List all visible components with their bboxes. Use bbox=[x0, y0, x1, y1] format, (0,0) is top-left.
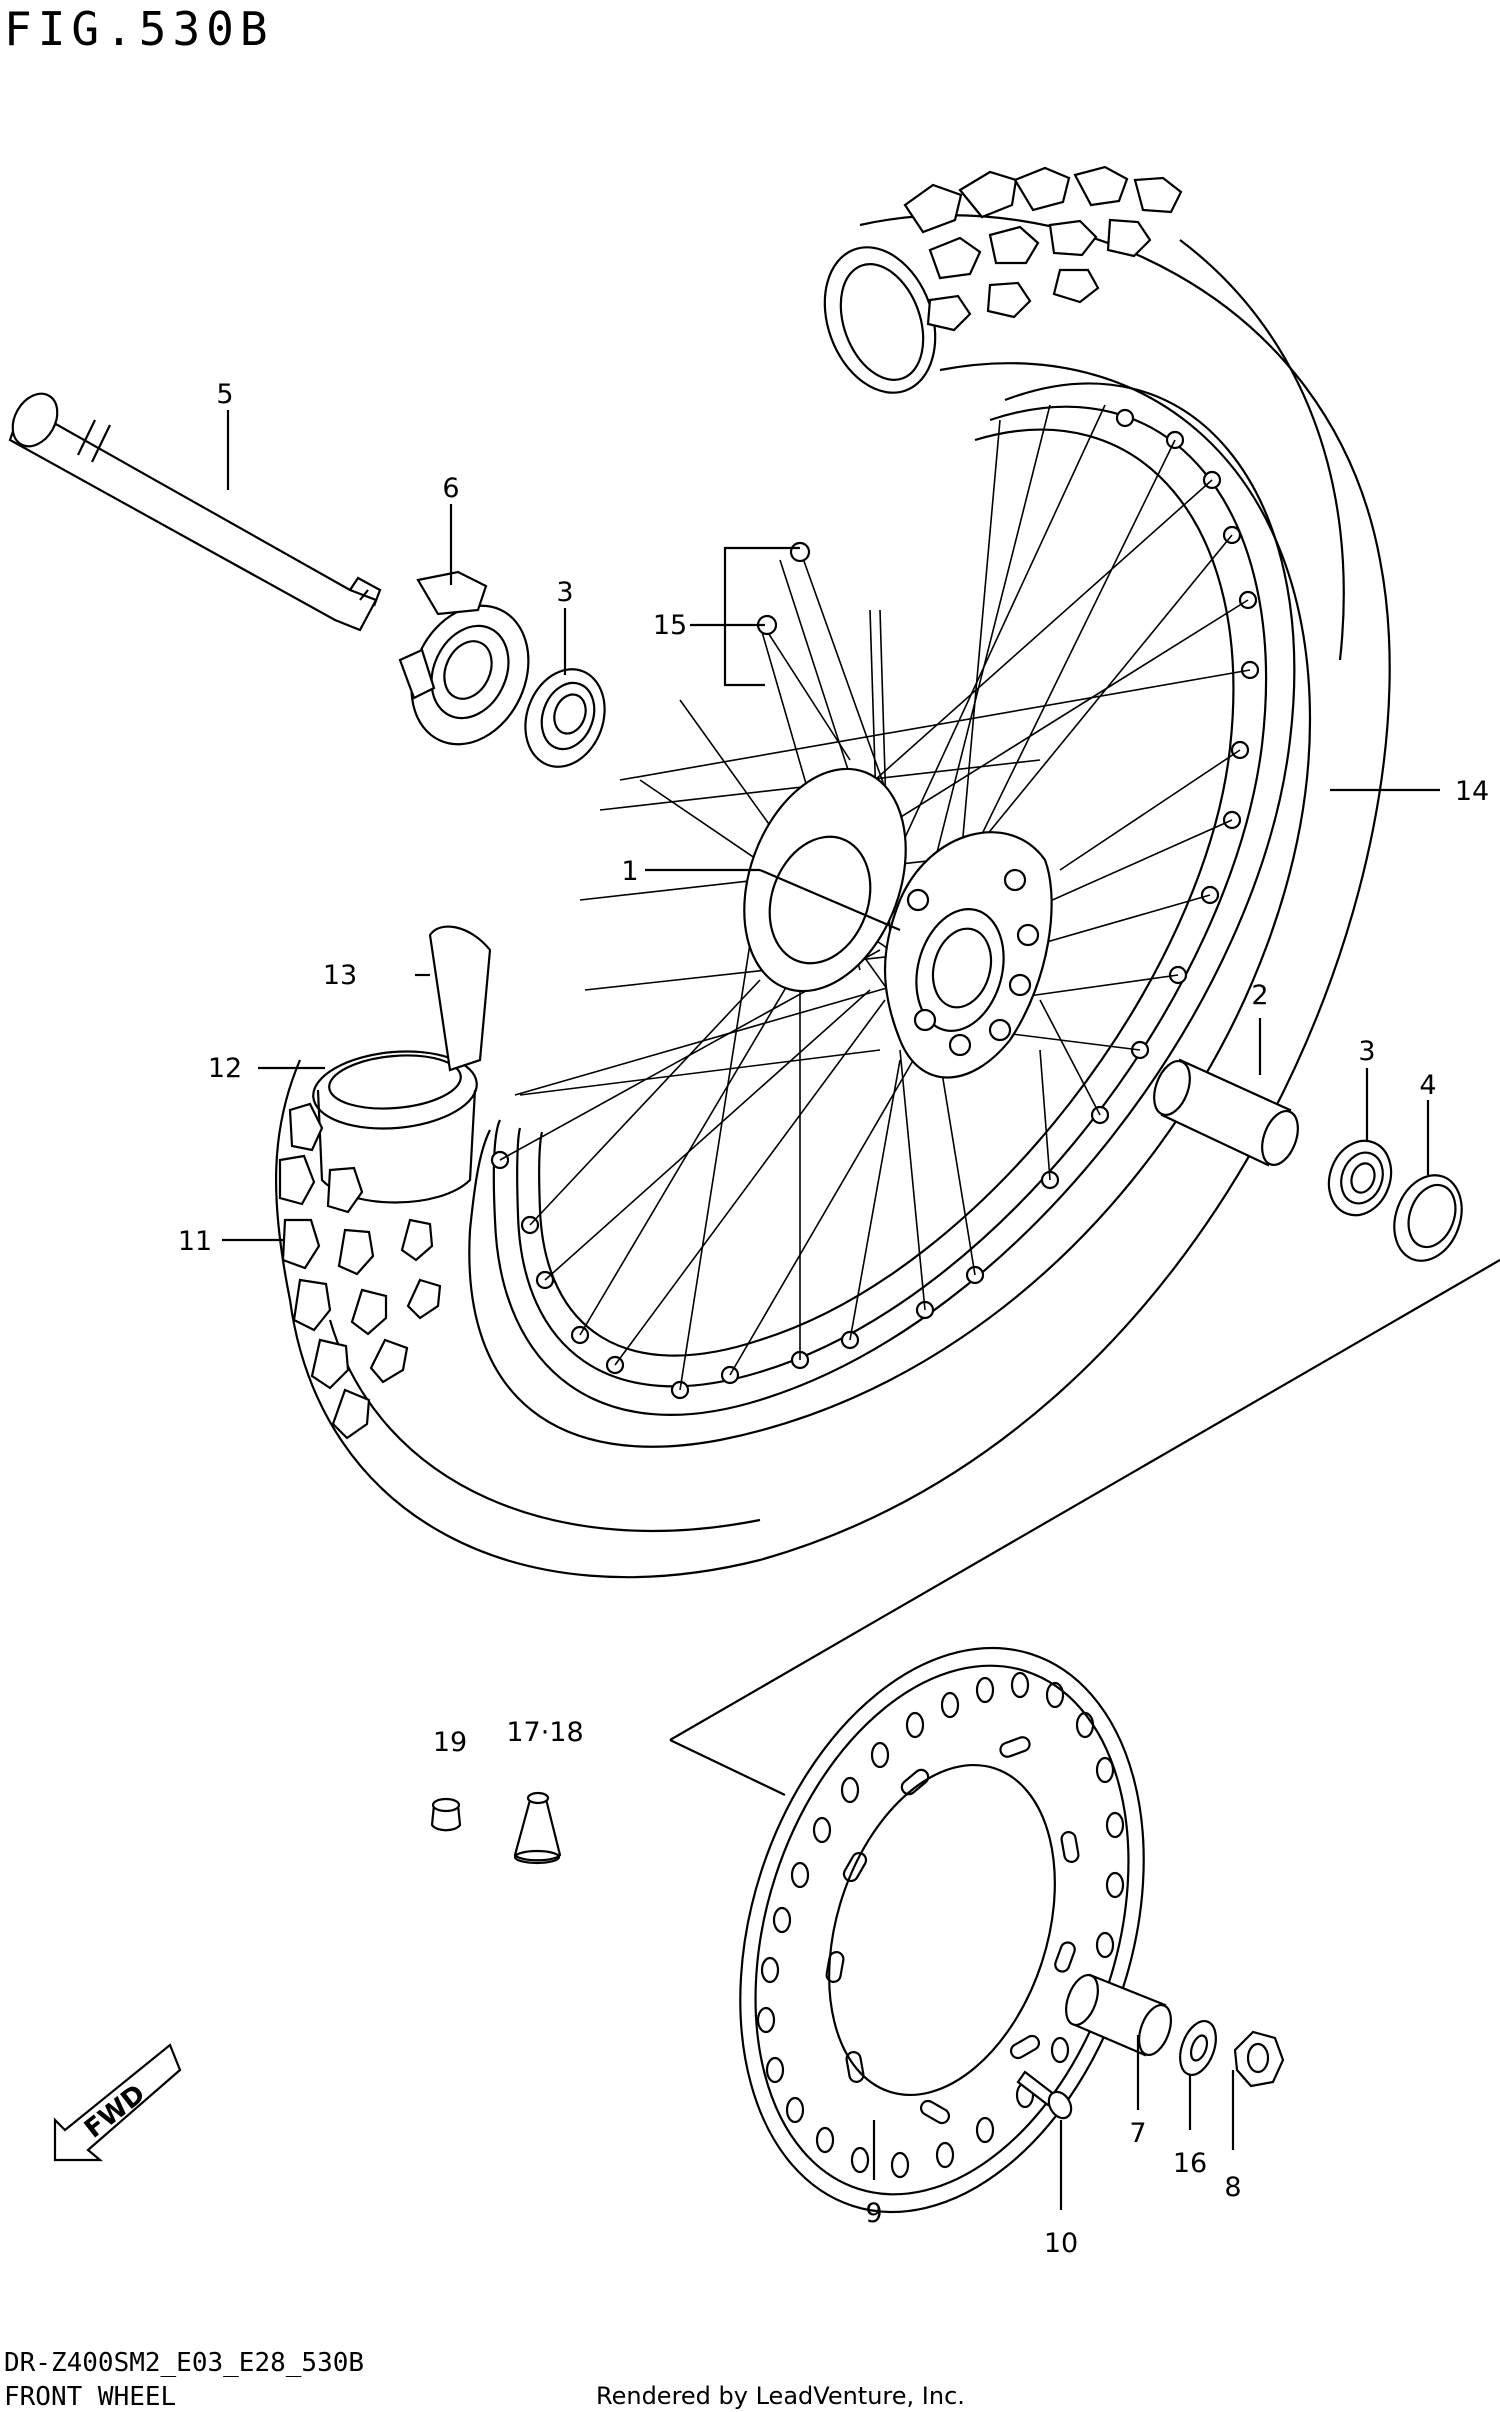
callout-3-left: 3 bbox=[556, 577, 573, 608]
figure-title: FIG.530B bbox=[4, 2, 274, 56]
axle-spacer-right[interactable] bbox=[1060, 1971, 1177, 2059]
callout-3-right: 3 bbox=[1358, 1036, 1375, 1067]
callout-10: 10 bbox=[1044, 2228, 1078, 2259]
section-title: FRONT WHEEL bbox=[4, 2382, 177, 2412]
hub[interactable] bbox=[715, 746, 1053, 1079]
spacer[interactable] bbox=[1147, 1056, 1304, 1170]
callout-8: 8 bbox=[1224, 2172, 1241, 2203]
tire[interactable] bbox=[274, 165, 1391, 1579]
callout-6: 6 bbox=[442, 473, 459, 504]
callout-19: 19 bbox=[433, 1727, 467, 1758]
model-code: DR-Z400SM2_E03_E28_530B bbox=[4, 2348, 365, 2378]
callout-16: 16 bbox=[1173, 2148, 1207, 2179]
axle-nut[interactable] bbox=[1233, 2030, 1285, 2088]
callout-13: 13 bbox=[323, 960, 357, 991]
inner-tube[interactable] bbox=[428, 925, 492, 1072]
forward-direction-arrow: FWD bbox=[53, 2043, 182, 2162]
disc-holes bbox=[756, 1671, 1125, 2179]
callout-11: 11 bbox=[178, 1226, 212, 1257]
leader-lines bbox=[222, 410, 1500, 2210]
render-credit: Rendered by LeadVenture, Inc. bbox=[596, 2382, 965, 2410]
callout-5: 5 bbox=[216, 379, 233, 410]
callout-7: 7 bbox=[1129, 2118, 1146, 2149]
bearing-right[interactable] bbox=[1319, 1132, 1401, 1224]
callout-14: 14 bbox=[1455, 776, 1489, 807]
brake-disc[interactable] bbox=[672, 1595, 1213, 2264]
valve-core[interactable] bbox=[513, 1791, 562, 1865]
callout-9: 9 bbox=[865, 2198, 882, 2229]
callout-4: 4 bbox=[1419, 1070, 1436, 1101]
callout-12: 12 bbox=[208, 1053, 242, 1084]
callout-17-18: 17·18 bbox=[506, 1717, 583, 1748]
callout-numbers: 5 6 3 15 1 14 13 12 11 2 3 4 19 17·18 7 … bbox=[178, 379, 1489, 2259]
oil-seal[interactable] bbox=[1383, 1166, 1473, 1271]
washer[interactable] bbox=[1173, 2016, 1222, 2080]
axle[interactable] bbox=[4, 386, 382, 632]
valve-cap[interactable] bbox=[430, 1797, 462, 1832]
callout-15: 15 bbox=[653, 610, 687, 641]
callout-1: 1 bbox=[621, 856, 638, 887]
callout-2: 2 bbox=[1251, 980, 1268, 1011]
bearing-left[interactable] bbox=[512, 658, 618, 778]
disc-bolt[interactable] bbox=[1016, 2070, 1076, 2122]
